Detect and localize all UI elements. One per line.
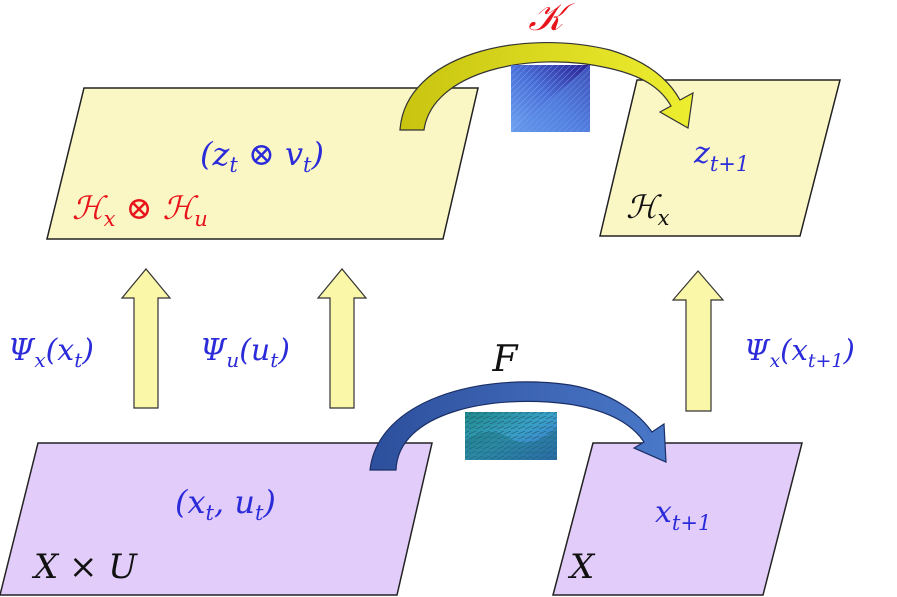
lift-arrow-next [671,270,725,412]
next-state-plane [552,442,803,596]
flow-arrow [369,381,667,471]
flow-surface-image [465,412,557,460]
next-state-space-label: X [567,547,596,587]
lift-arrow-u [316,268,368,409]
psi-x-label: Ψx(xt) [8,333,94,372]
state-pair-label: (xt, ut) [175,483,276,525]
next-state-label: xt+1 [655,495,711,535]
koopman-label: 𝒦 [528,0,575,39]
lifted-state-label: (zt ⊗ vt) [200,135,324,177]
flow-map-label: F [492,339,520,380]
state-space-label: X × U [31,547,138,587]
psi-next-label: Ψx(xt+1) [744,333,855,372]
next-lifted-label: zt+1 [693,136,749,176]
lifted-space-plane [46,87,479,240]
psi-u-label: Ψu(ut) [200,333,290,372]
state-space-plane [0,442,433,596]
koopman-matrix-image [511,65,590,132]
next-space-label: ℋx [626,188,670,230]
lift-arrow-x [120,268,172,409]
next-lifted-plane [599,79,841,237]
koopman-arrow [399,41,694,131]
lifted-space-label: ℋx ⊗ ℋu [72,189,208,231]
